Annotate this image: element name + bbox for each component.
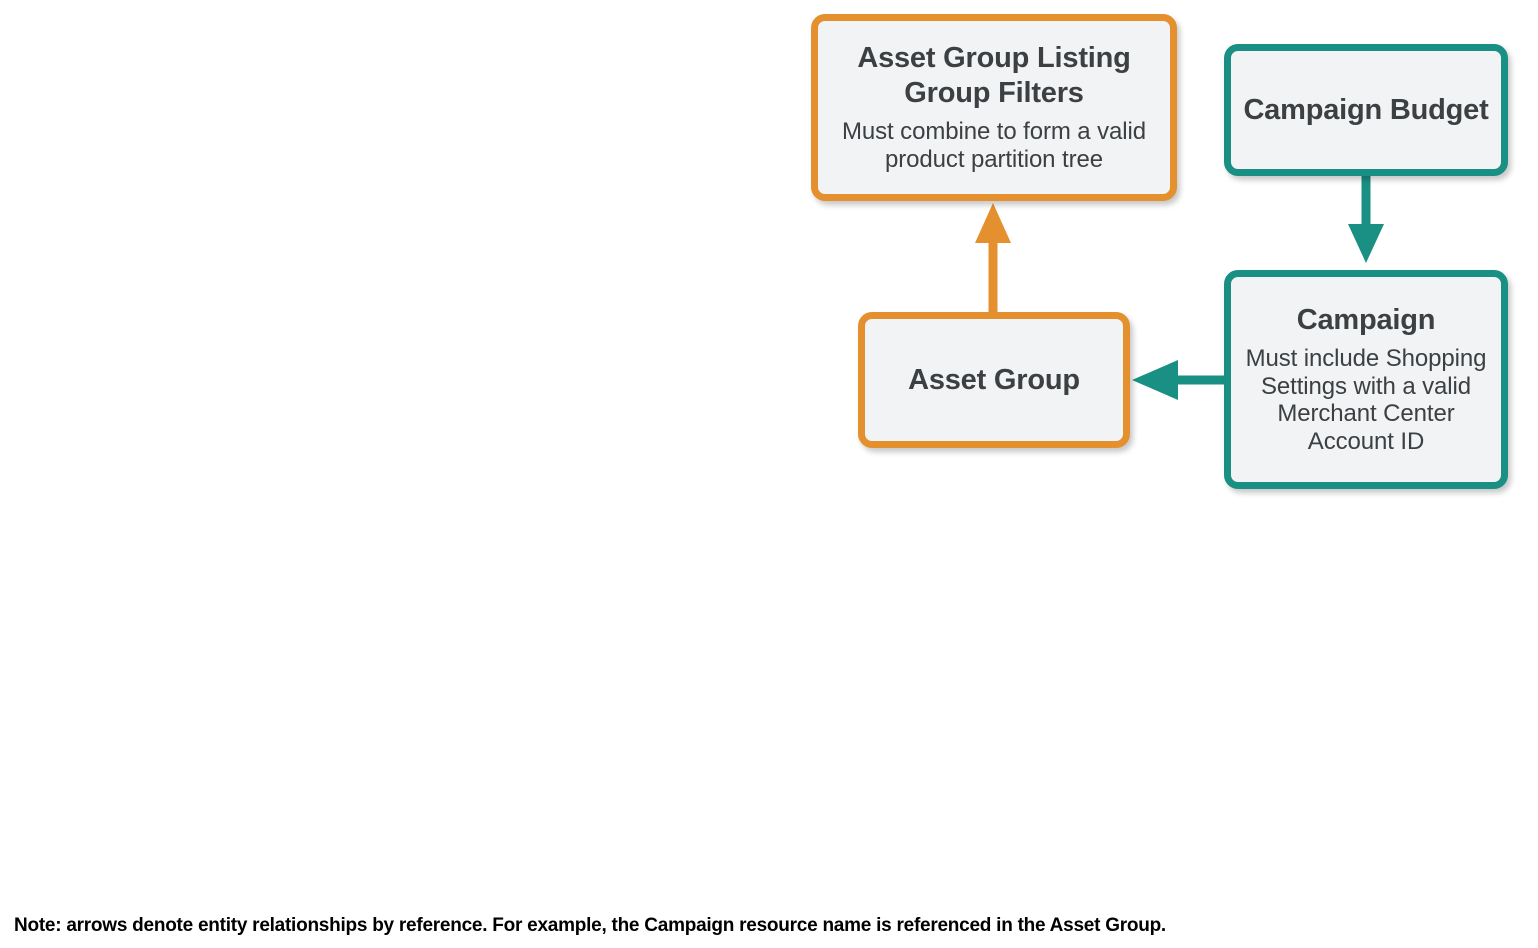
node-title: Campaign Budget (1243, 93, 1489, 126)
node-description: Must include Shopping Settings with a va… (1245, 344, 1487, 456)
node-title: Campaign (1296, 303, 1436, 336)
node-asset-group[interactable]: Asset Group (858, 312, 1130, 448)
node-title: Asset Group (908, 363, 1080, 396)
diagram-footnote: Note: arrows denote entity relationships… (14, 915, 1166, 936)
node-campaign-budget[interactable]: Campaign Budget (1224, 44, 1508, 176)
node-description: Must combine to form a valid product par… (842, 117, 1146, 173)
node-asset-group-listing-group-filters[interactable]: Asset Group Listing Group Filters Must c… (811, 14, 1177, 201)
node-title: Asset Group Listing Group Filters (857, 42, 1131, 110)
edge-asset-group-to-filters (975, 203, 1011, 312)
node-campaign[interactable]: Campaign Must include Shopping Settings … (1224, 270, 1508, 489)
edge-campaign-budget-to-campaign (1348, 176, 1384, 263)
edge-campaign-to-asset-group (1132, 360, 1224, 400)
